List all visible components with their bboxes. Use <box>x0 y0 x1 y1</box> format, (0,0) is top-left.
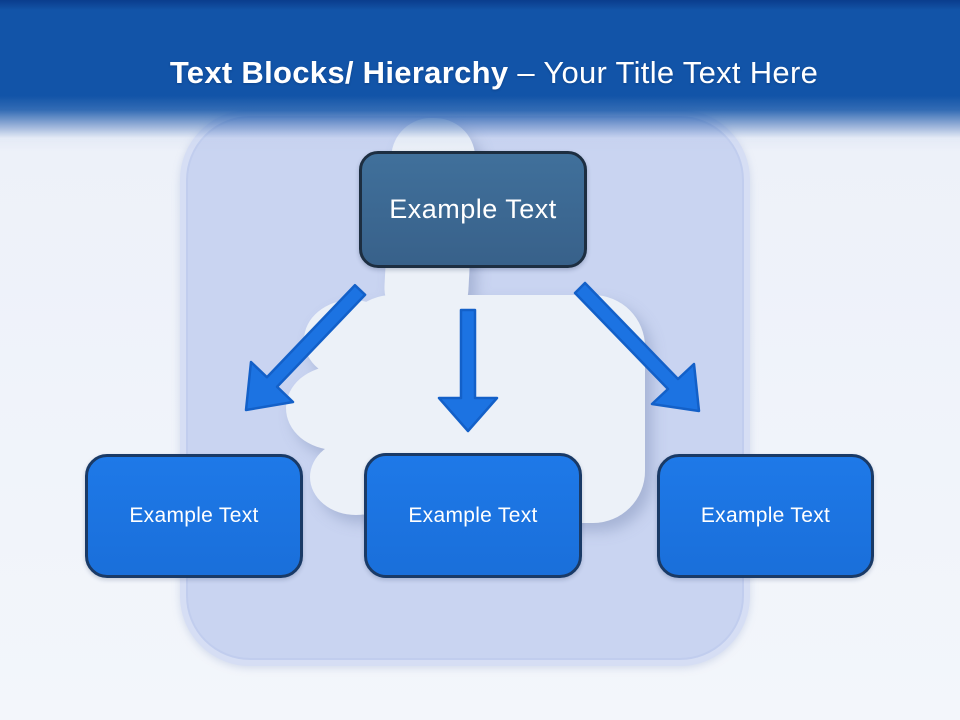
root-text-block[interactable]: Example Text <box>359 151 587 268</box>
child-text-block-3-label: Example Text <box>700 504 831 527</box>
child-text-block-3[interactable]: Example Text <box>657 454 874 578</box>
header-band: Text Blocks/ Hierarchy– Your Title Text … <box>0 0 960 152</box>
child-text-block-2[interactable]: Example Text <box>364 453 582 578</box>
title-regular-text: – Your Title Text Here <box>517 55 819 90</box>
title-bold-text: Text Blocks/ Hierarchy <box>169 55 509 90</box>
child-text-block-2-label: Example Text <box>408 503 538 527</box>
child-text-block-1-label: Example Text <box>129 504 259 527</box>
child-text-block-1[interactable]: Example Text <box>85 454 303 578</box>
root-text-block-label: Example Text <box>389 194 557 224</box>
page-title[interactable]: Text Blocks/ Hierarchy– Your Title Text … <box>0 52 960 94</box>
